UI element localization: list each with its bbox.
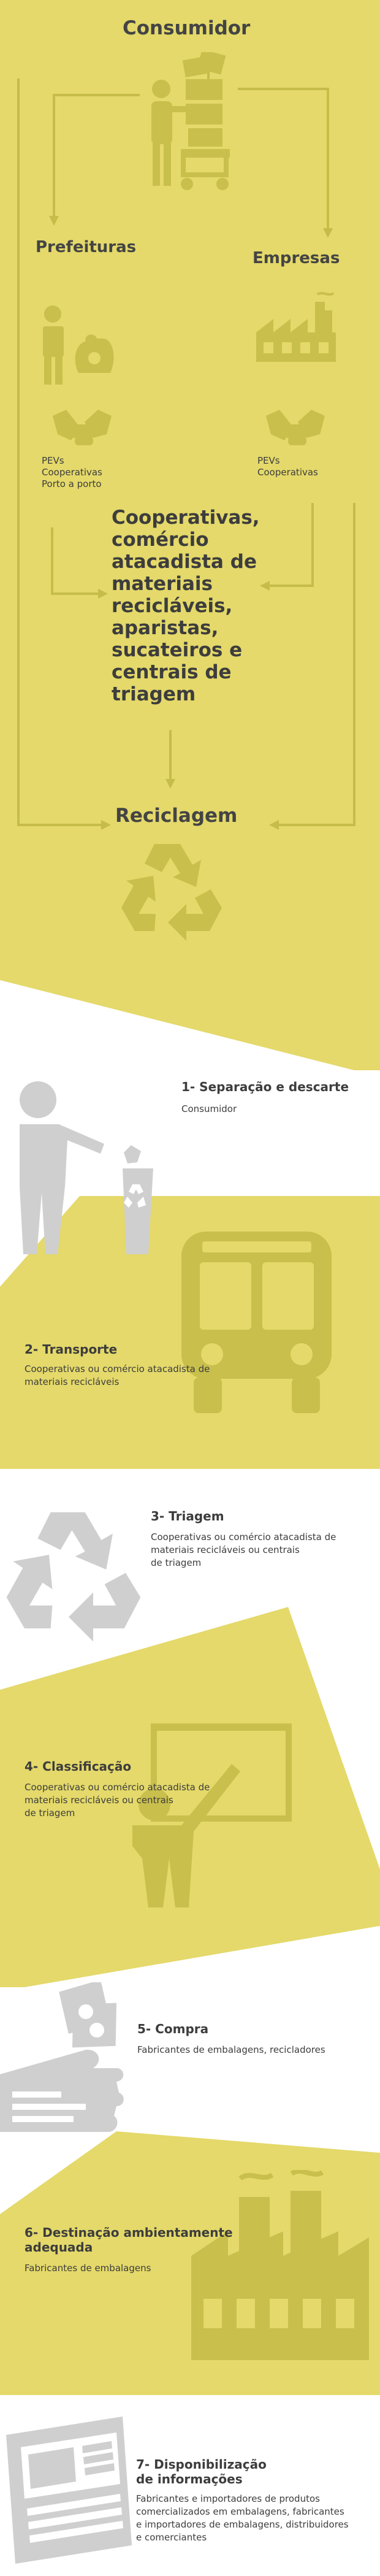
pevs-right-line: PEVs bbox=[257, 455, 280, 466]
coop-line: materiais bbox=[112, 573, 213, 595]
label-consumidor: Consumidor bbox=[123, 17, 251, 39]
step-1-desc: Consumidor bbox=[181, 1103, 237, 1116]
coop-line: sucateiros e bbox=[112, 639, 243, 661]
pevs-left-text: PEVs Cooperativas Porto a porto bbox=[42, 455, 102, 490]
step-7-desc-line: e importadores de embalagens, distribuid… bbox=[136, 2519, 349, 2530]
step-2-desc-line: materiais recicláveis bbox=[25, 1376, 120, 1387]
pevs-left-line: PEVs bbox=[42, 455, 64, 466]
recycle-icon-gray bbox=[6, 1512, 141, 1642]
step-2-title: 2- Transporte bbox=[25, 1342, 118, 1357]
worker-bag-icon bbox=[43, 305, 114, 385]
factory-icon bbox=[256, 292, 336, 362]
coop-line: recicláveis, bbox=[112, 595, 233, 617]
step-5-desc: Fabricantes de embalagens, recicladores bbox=[137, 2044, 325, 2057]
step-7-title-line: de informações bbox=[136, 2472, 243, 2486]
step-6-title-line: 6- Destinação ambientamente bbox=[25, 2225, 233, 2240]
step-7-desc-line: comercializados em embalagens, fabricant… bbox=[136, 2506, 344, 2517]
band-classificacao bbox=[0, 1607, 380, 1987]
step-4-title: 4- Classificação bbox=[25, 1759, 132, 1774]
pevs-left-line: Cooperativas bbox=[42, 467, 102, 478]
handshake-icon-right bbox=[266, 410, 325, 445]
hand-money-icon bbox=[0, 1982, 124, 2132]
step-7-title: 7- Disponibilização de informações bbox=[136, 2457, 267, 2486]
step-7-desc-line: e comerciantes bbox=[136, 2532, 207, 2543]
step-6-title-line: adequada bbox=[25, 2240, 93, 2255]
teacher-board-icon bbox=[132, 1723, 292, 1907]
coop-block: Cooperativas, comércio atacadista de mat… bbox=[112, 507, 308, 705]
shopping-cart-consumer-icon bbox=[151, 52, 230, 190]
step-4-desc-line: Cooperativas ou comércio atacadista de bbox=[25, 1782, 210, 1793]
step-5-title: 5- Compra bbox=[137, 2022, 209, 2036]
handshake-icon-left bbox=[53, 410, 112, 445]
step-1-title: 1- Separação e descarte bbox=[181, 1079, 349, 1094]
coop-line: atacadista de bbox=[112, 551, 257, 573]
newspaper-icon bbox=[6, 2417, 132, 2564]
label-prefeituras: Prefeituras bbox=[36, 238, 137, 256]
pevs-left-line: Porto a porto bbox=[42, 478, 102, 489]
step-4-desc-line: materiais recicláveis ou centrais bbox=[25, 1795, 173, 1806]
coop-line: aparistas, bbox=[112, 617, 219, 639]
bus-icon bbox=[181, 1232, 332, 1413]
step-3-desc-line: Cooperativas ou comércio atacadista de bbox=[151, 1531, 336, 1543]
step-7-desc-line: Fabricantes e importadores de produtos bbox=[136, 2493, 320, 2504]
pevs-right-text: PEVs Cooperativas bbox=[257, 455, 318, 478]
step-2-desc-line: Cooperativas ou comércio atacadista de bbox=[25, 1363, 210, 1374]
step-6-title: 6- Destinação ambientamente adequada bbox=[25, 2225, 233, 2255]
coop-line: triagem bbox=[112, 683, 196, 705]
coop-line: centrais de bbox=[112, 661, 232, 683]
person-disposing-icon bbox=[20, 1081, 153, 1254]
label-reciclagem: Reciclagem bbox=[115, 805, 238, 827]
coop-line: Cooperativas, bbox=[112, 507, 260, 529]
step-3-desc: Cooperativas ou comércio atacadista de m… bbox=[151, 1531, 336, 1570]
step-7-desc: Fabricantes e importadores de produtos c… bbox=[136, 2493, 375, 2544]
step-3-desc-line: materiais recicláveis ou centrais bbox=[151, 1544, 300, 1555]
top-panel bbox=[0, 0, 380, 1070]
step-4-desc: Cooperativas ou comércio atacadista de m… bbox=[25, 1781, 210, 1820]
step-5-desc-line: Fabricantes de embalagens, recicladores bbox=[137, 2044, 325, 2055]
recycle-icon-top bbox=[121, 844, 222, 941]
step-7-title-line: 7- Disponibilização bbox=[136, 2457, 267, 2472]
pevs-right-line: Cooperativas bbox=[257, 467, 318, 478]
step-3-title: 3- Triagem bbox=[151, 1509, 224, 1524]
flow-arrows bbox=[17, 55, 355, 830]
step-6-desc-line: Fabricantes de embalagens bbox=[25, 2263, 151, 2274]
step-6-desc: Fabricantes de embalagens bbox=[25, 2262, 151, 2275]
step-3-desc-line: de triagem bbox=[151, 1557, 202, 1568]
factory-icon-large bbox=[191, 2170, 369, 2360]
step-4-desc-line: de triagem bbox=[25, 1807, 75, 1819]
coop-line: comércio bbox=[112, 529, 209, 551]
step-1-desc-line: Consumidor bbox=[181, 1103, 237, 1114]
step-2-desc: Cooperativas ou comércio atacadista de m… bbox=[25, 1363, 210, 1389]
label-empresas: Empresas bbox=[253, 249, 340, 267]
